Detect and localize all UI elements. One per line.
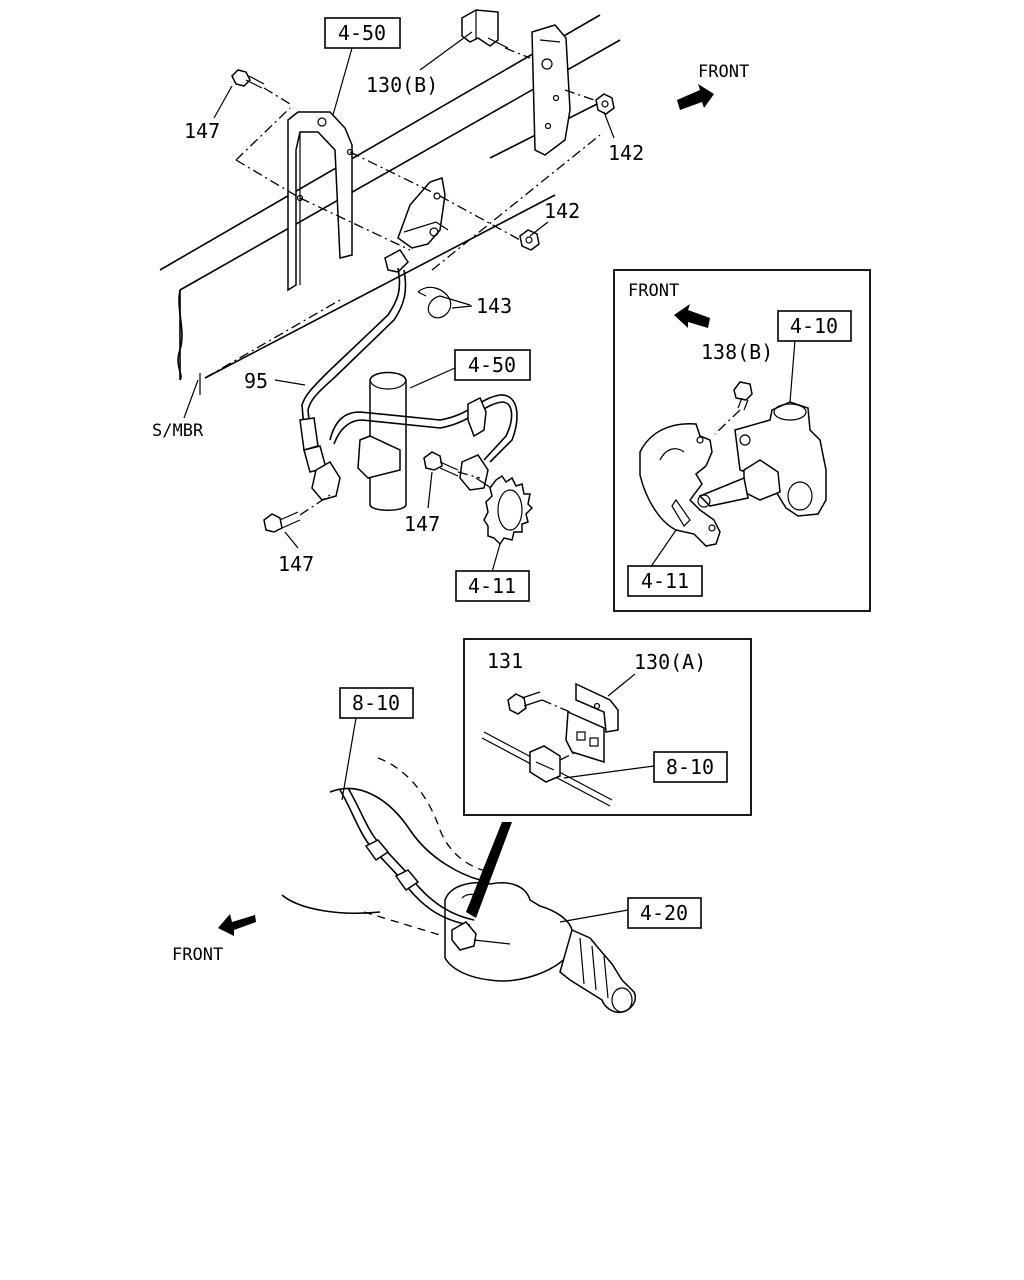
callout-147-lower: 147 (278, 552, 314, 576)
ref-label: 4-11 (641, 569, 689, 593)
leader-lines-lower (341, 717, 629, 923)
frame-label-smbr: S/MBR (152, 421, 204, 441)
zoom-callout-wedge (466, 822, 512, 918)
backing-plate (639, 423, 721, 547)
brake-hose-95 (299, 267, 407, 473)
ref-label: 4-20 (640, 901, 688, 925)
ref-box-4-11-upper[interactable]: 4-11 (455, 570, 530, 602)
ref-box-4-50-mid[interactable]: 4-50 (454, 349, 531, 381)
ref-box-8-10-lower[interactable]: 8-10 (339, 687, 414, 719)
ref-label: 4-10 (790, 314, 838, 338)
callout-142-lower: 142 (544, 199, 580, 223)
sensor-ring (483, 474, 534, 546)
ref-label: 8-10 (352, 691, 400, 715)
leader-lines-inset-knuckle (649, 339, 796, 569)
ref-label: 8-10 (666, 755, 714, 779)
ref-box-4-11-inset[interactable]: 4-11 (627, 565, 703, 597)
ref-box-4-10[interactable]: 4-10 (777, 310, 852, 342)
nut-142-lower (519, 229, 540, 251)
clip-harness (481, 731, 613, 807)
shock-absorber (357, 371, 407, 511)
leader-lines-upper (183, 31, 615, 573)
ref-box-4-50-top[interactable]: 4-50 (324, 17, 401, 49)
ref-box-8-10-inset[interactable]: 8-10 (653, 751, 728, 783)
alignment-lines (204, 107, 601, 379)
callout-95: 95 (244, 369, 268, 393)
front-label-upper: FRONT (698, 62, 749, 82)
bolt-138b (714, 381, 753, 435)
ref-label: 4-50 (338, 21, 386, 45)
bolt-131 (507, 691, 571, 715)
callout-138b: 138(B) (701, 340, 773, 364)
callout-130b: 130(B) (366, 73, 438, 97)
front-label-inset: FRONT (628, 281, 679, 301)
callout-142-upper: 142 (608, 141, 644, 165)
ref-label: 4-50 (468, 353, 516, 377)
front-arrow-inset (674, 304, 710, 328)
callout-130a: 130(A) (634, 650, 706, 674)
nut-142-upper (564, 89, 615, 115)
inset-knuckle-frame (613, 269, 871, 612)
front-arrow-lower (218, 914, 256, 936)
bolt-147-lower (263, 494, 331, 533)
clip-130b (461, 9, 531, 59)
bolt-147-top (231, 69, 291, 105)
frame-bracket (287, 111, 354, 292)
callout-147-top: 147 (184, 119, 220, 143)
callout-143: 143 (476, 294, 512, 318)
callout-147-middle: 147 (404, 512, 440, 536)
ref-box-4-20[interactable]: 4-20 (627, 897, 702, 929)
bolt-147-middle (423, 451, 481, 479)
leader-lines-inset-clip (563, 673, 655, 779)
steering-knuckle (697, 401, 827, 517)
callout-131: 131 (487, 649, 523, 673)
hose-joint-bracket (384, 177, 449, 273)
axle-outline (281, 757, 491, 936)
bracket-130a (565, 682, 619, 764)
inset-clip-frame (463, 638, 752, 816)
frame-hanger-bracket (531, 24, 571, 156)
ref-label: 4-11 (468, 574, 516, 598)
cable-tie-143 (417, 286, 471, 319)
sensor-harness (311, 394, 518, 501)
front-label-lower: FRONT (172, 945, 223, 965)
sensor-cable-lower (339, 787, 511, 951)
front-arrow-upper (677, 84, 714, 110)
